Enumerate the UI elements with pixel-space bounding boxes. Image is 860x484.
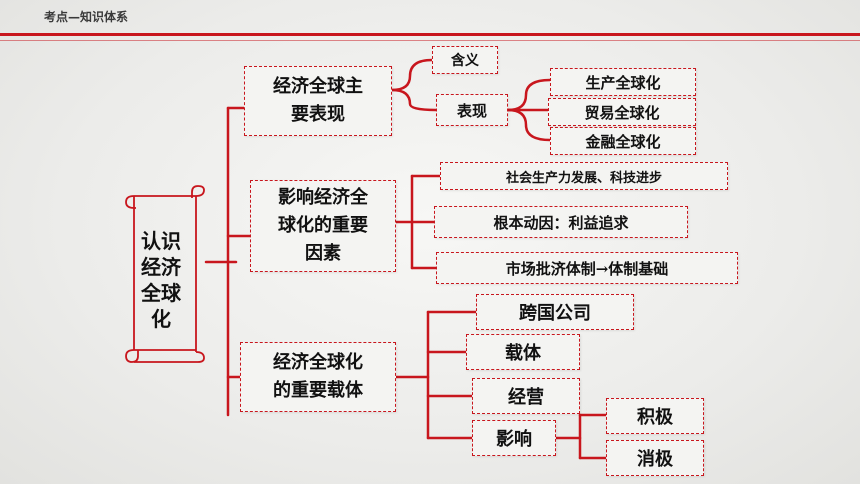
root-line: 化	[151, 307, 171, 331]
branch-node-carrier: 经济全球化 的重要载体	[240, 342, 396, 412]
header-bar: 考点—知识体系	[0, 0, 860, 36]
leaf-trade-globalization: 贸易全球化	[548, 98, 696, 126]
root-node: 认识 经济 全球 化	[128, 228, 194, 332]
leaf-productivity-tech: 社会生产力发展、科技进步	[440, 162, 728, 190]
leaf-meaning: 含义	[432, 46, 498, 74]
leaf-label: 含义	[451, 53, 479, 69]
leaf-label: 跨国公司	[519, 303, 591, 324]
branch-line: 影响经济全	[278, 187, 368, 208]
leaf-label: 市场批济体制→体制基础	[505, 259, 669, 278]
leaf-negative: 消极	[606, 440, 704, 476]
leaf-label: 经营	[508, 387, 544, 408]
header-divider	[0, 40, 860, 41]
branch-node-main-manifestation: 经济全球主 要表现	[244, 66, 392, 136]
leaf-label: 社会生产力发展、科技进步	[505, 170, 662, 186]
node-label: 影响	[496, 429, 532, 450]
leaf-label: 载体	[505, 343, 541, 364]
leaf-production-globalization: 生产全球化	[550, 68, 696, 96]
leaf-multinational-company: 跨国公司	[476, 294, 634, 330]
leaf-operation: 经营	[472, 378, 580, 414]
leaf-finance-globalization: 金融全球化	[550, 127, 696, 155]
node-label: 表现	[456, 101, 487, 120]
branch-line: 经济全球主	[273, 76, 363, 97]
root-line: 经济	[141, 255, 181, 279]
scroll-root-frame	[125, 185, 205, 363]
branch-line: 因素	[305, 243, 341, 264]
branch-line: 经济全球化	[273, 352, 363, 373]
leaf-label: 根本动因：利益追求	[493, 213, 629, 232]
leaf-label: 金融全球化	[585, 132, 661, 151]
leaf-label: 生产全球化	[585, 73, 661, 92]
leaf-positive: 积极	[606, 398, 704, 434]
page-title: 考点—知识体系	[44, 10, 129, 24]
node-influence: 影响	[472, 420, 556, 456]
branch-line: 要表现	[291, 104, 345, 125]
root-line: 全球	[141, 281, 181, 305]
leaf-fundamental-motive: 根本动因：利益追求	[434, 206, 688, 238]
leaf-carrier: 载体	[466, 334, 580, 370]
leaf-label: 贸易全球化	[584, 103, 660, 122]
node-manifestation: 表现	[436, 94, 508, 126]
leaf-market-system: 市场批济体制→体制基础	[436, 252, 738, 284]
branch-line: 球化的重要	[278, 215, 368, 236]
leaf-label: 积极	[637, 407, 673, 428]
branch-line: 的重要载体	[273, 380, 363, 401]
root-line: 认识	[141, 229, 181, 253]
branch-node-influencing-factors: 影响经济全 球化的重要 因素	[250, 180, 396, 272]
leaf-label: 消极	[637, 449, 673, 470]
